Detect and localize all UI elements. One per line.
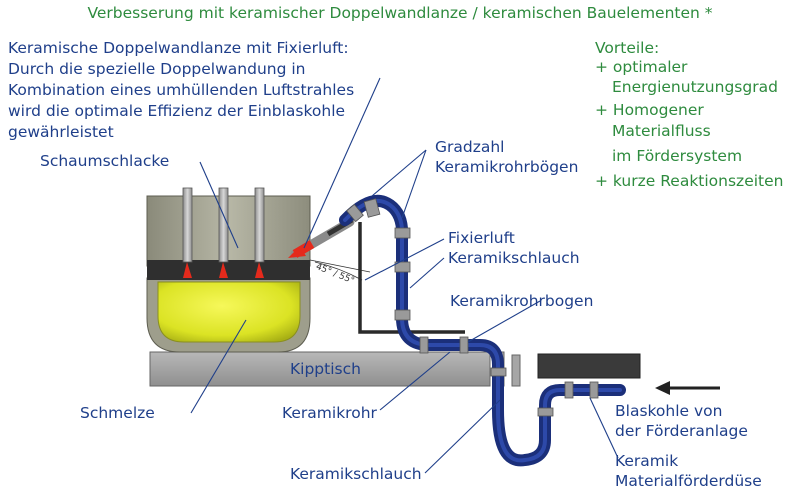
label-duese-2: Materialförderdüse xyxy=(615,472,762,490)
label-blaskohle-2: der Förderanlage xyxy=(615,422,748,440)
arc-3 xyxy=(255,262,264,278)
label-blaskohle-1: Blaskohle von xyxy=(615,402,723,420)
leader-lines xyxy=(190,77,619,474)
advantages-line-6: + kurze Reaktionszeiten xyxy=(595,172,784,190)
blaskohle-arrow xyxy=(655,381,720,395)
label-schaumschlacke: Schaumschlacke xyxy=(40,152,170,170)
label-gradzahl-2: Keramikrohrbögen xyxy=(435,158,579,176)
furnace-vessel xyxy=(146,187,311,353)
electrode-1 xyxy=(182,187,193,263)
label-keramikrohrbogen: Keramikrohrbogen xyxy=(450,292,594,310)
description-line-2: Durch die spezielle Doppelwandung in xyxy=(8,60,306,78)
label-kipptisch: Kipptisch xyxy=(290,360,361,378)
advantages-line-4: Materialfluss xyxy=(612,122,711,140)
label-keramikschlauch-top: Keramikschlauch xyxy=(448,249,580,267)
label-schmelze: Schmelze xyxy=(80,404,155,422)
fixierluft-pipe xyxy=(358,222,465,334)
kipptisch-table xyxy=(149,351,491,387)
advantages-line-2: Energienutzungsgrad xyxy=(612,78,778,96)
advantages-line-3: + Homogener xyxy=(595,101,704,119)
label-keramikrohr: Keramikrohr xyxy=(282,404,377,422)
label-fixierluft: Fixierluft xyxy=(448,229,515,247)
diagram-title: Verbesserung mit keramischer Doppelwandl… xyxy=(87,4,713,22)
description-line-4: wird die optimale Effizienz der Einblask… xyxy=(8,102,346,120)
description-line-3: Kombination eines umhüllenden Luftstrahl… xyxy=(8,81,355,99)
label-gradzahl-1: Gradzahl xyxy=(435,138,505,156)
ceramic-pipeline xyxy=(339,195,626,467)
schmelze-melt xyxy=(157,281,301,343)
advantages-heading: Vorteile: xyxy=(595,39,660,57)
couplings xyxy=(346,198,599,417)
description-line-5: gewährleistet xyxy=(8,123,114,141)
table-post-2 xyxy=(511,354,521,387)
label-keramikschlauch-bottom: Keramikschlauch xyxy=(290,465,422,483)
description-line-1: Keramische Doppelwandlanze mit Fixierluf… xyxy=(8,39,349,57)
label-duese-1: Keramik xyxy=(615,452,679,470)
electrode-2 xyxy=(218,187,229,263)
arc-2 xyxy=(219,262,228,278)
foerderanlage-block xyxy=(537,353,641,379)
schaumschlacke-layer xyxy=(147,260,310,280)
advantages-line-5: im Fördersystem xyxy=(612,147,743,165)
arc-1 xyxy=(183,262,192,278)
advantages-line-1: + optimaler xyxy=(595,58,688,76)
electrode-3 xyxy=(254,187,265,263)
doppelwandlanze xyxy=(288,217,355,259)
